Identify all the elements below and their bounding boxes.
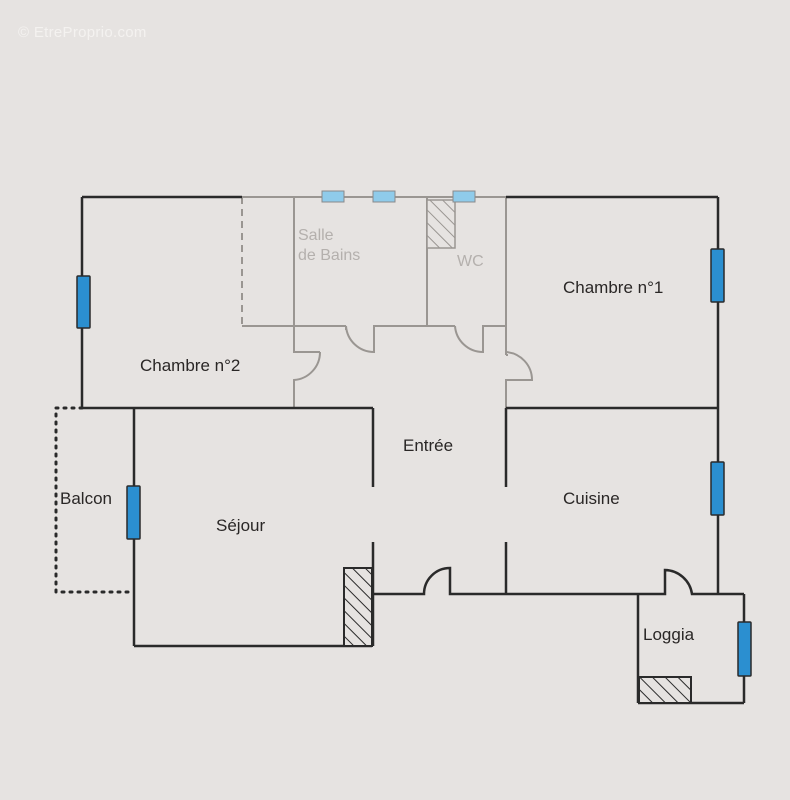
room-label-balcon: Balcon: [60, 489, 112, 508]
room-label-sejour: Séjour: [216, 516, 266, 535]
duct-sejour: [343, 567, 373, 647]
window-cuisine-icon: [710, 461, 725, 516]
duct-wc: [426, 199, 456, 249]
room-label-chambre-1: Chambre n°1: [563, 278, 664, 297]
room-label-chambre-2: Chambre n°2: [140, 356, 241, 375]
room-label-salle-de-bains: Salle de Bains: [298, 226, 360, 266]
salle-line1: Salle: [298, 227, 334, 244]
windows: [76, 248, 752, 677]
room-label-wc: WC: [457, 253, 484, 270]
top-windows: [321, 190, 476, 203]
watermark: © EtreProprio.com: [18, 24, 147, 41]
balcony-outline: [54, 406, 132, 594]
room-label-entree: Entrée: [403, 436, 454, 455]
window-loggia-icon: [737, 621, 752, 677]
window-icon: [452, 190, 476, 203]
window-sejour-icon: [126, 485, 141, 540]
room-label-loggia: Loggia: [643, 625, 695, 644]
duct-loggia: [638, 676, 692, 704]
salle-line2: de Bains: [298, 247, 361, 264]
window-icon: [321, 190, 345, 203]
faint-walls: [82, 196, 718, 408]
room-label-cuisine: Cuisine: [563, 489, 620, 508]
window-icon: [372, 190, 396, 203]
window-chambre2-icon: [76, 275, 91, 329]
window-chambre1-icon: [710, 248, 725, 303]
